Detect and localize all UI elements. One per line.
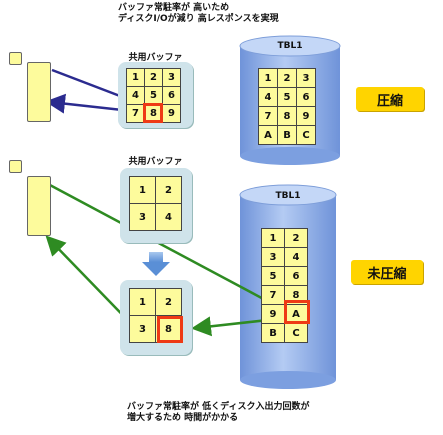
uncompressed-table-cell: 1: [262, 229, 284, 247]
compressed-table-label: TBL1: [277, 41, 303, 51]
compressed-buffer-highlight: [143, 103, 163, 123]
uncompressed-table-label: TBL1: [275, 191, 301, 201]
compressed-buffer-cell: 3: [163, 69, 180, 86]
uncompressed-buffer-after-cell: 2: [156, 289, 181, 315]
top-note-line2: ディスクI/Oが減り 高レスポンスを実現: [118, 14, 279, 24]
uncompressed-table-cell: C: [285, 324, 307, 342]
uncompressed-table-cell: B: [262, 324, 284, 342]
uncompressed-buffer-before-cell: 1: [130, 177, 155, 203]
uncompressed-table-cell: 3: [262, 248, 284, 266]
bottom-session-icon: [9, 160, 22, 173]
uncompressed-buffer-before-cell: 3: [130, 204, 155, 230]
uncompressed-table-cell: 9: [262, 305, 284, 323]
compressed-table-cell: 4: [259, 88, 277, 106]
transition-down-arrow: [142, 252, 170, 276]
uncompressed-buffer-before-cell: 2: [156, 177, 181, 203]
compressed-badge: 圧縮: [356, 87, 424, 111]
compressed-table-cell: 1: [259, 69, 277, 87]
top-session-icon: [9, 52, 22, 65]
top-process-box: [27, 62, 51, 122]
compressed-table-cell: 7: [259, 107, 277, 125]
compressed-buffer-cell: 9: [163, 105, 180, 122]
compressed-table-cell: 5: [278, 88, 296, 106]
compressed-buffer-cell: 4: [127, 87, 144, 104]
bottom-process-box: [27, 176, 51, 236]
compressed-table-cell: 2: [278, 69, 296, 87]
uncompressed-buffer-before-cell: 4: [156, 204, 181, 230]
uncompressed-table-cell: 6: [285, 267, 307, 285]
compressed-table-cell: 3: [297, 69, 315, 87]
compressed-buffer-title: 共用バッファ: [128, 53, 183, 63]
compressed-buffer-cell: 2: [145, 69, 162, 86]
uncompressed-table-cell: 2: [285, 229, 307, 247]
compressed-table-cell: 6: [297, 88, 315, 106]
compressed-table-cell: 9: [297, 107, 315, 125]
uncompressed-buffer-highlight: [157, 316, 183, 343]
uncompressed-buffer-after-cell: 8: [156, 316, 181, 342]
uncompressed-table-cell: A: [285, 305, 307, 323]
compressed-buffer-cell: 1: [127, 69, 144, 86]
compressed-buffer-cell: 7: [127, 105, 144, 122]
compressed-table-cell: 8: [278, 107, 296, 125]
uncompressed-buffer-title: 共用バッファ: [128, 157, 183, 167]
uncompressed-badge: 未圧縮: [351, 260, 423, 284]
uncompressed-table-cell: 4: [285, 248, 307, 266]
compressed-buffer-cell: 8: [145, 105, 162, 122]
compressed-buffer-cell: 6: [163, 87, 180, 104]
uncompressed-table-cell: 8: [285, 286, 307, 304]
compressed-buffer-cell: 5: [145, 87, 162, 104]
uncompressed-table-highlight: [284, 300, 310, 324]
bottom-note-line1: バッファ常駐率が 低くディスク入出力回数が: [127, 402, 310, 412]
compressed-table-cell: B: [278, 126, 296, 144]
uncompressed-buffer-after-cell: 1: [130, 289, 155, 315]
bottom-note-line2: 増大するため 時間がかかる: [127, 413, 239, 423]
top-note-line1: バッファ常駐率が 高いため: [118, 3, 230, 13]
uncompressed-table-cylinder: [239, 184, 337, 389]
compressed-table-cell: A: [259, 126, 277, 144]
uncompressed-table-cell: 7: [262, 286, 284, 304]
uncompressed-table-cell: 5: [262, 267, 284, 285]
uncompressed-buffer-after-cell: 3: [130, 316, 155, 342]
compressed-table-cell: C: [297, 126, 315, 144]
